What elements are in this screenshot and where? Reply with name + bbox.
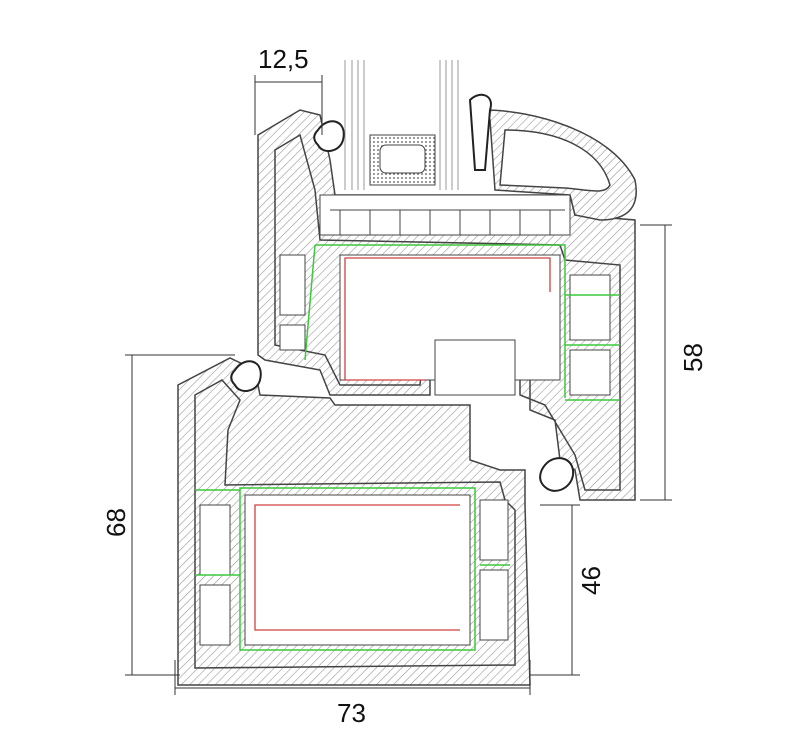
setting-block [319, 194, 571, 236]
setting-block-ribs [330, 209, 565, 235]
dimension-lines [125, 75, 672, 695]
spacer-inner [379, 144, 426, 174]
dimension-58: 58 [678, 343, 708, 372]
reinforcement-lines [195, 244, 620, 651]
steel-reinforcement [254, 257, 551, 631]
glazing-bead [483, 109, 637, 221]
sash-chambers [279, 254, 611, 396]
glass-panes [344, 60, 459, 190]
dimension-73: 73 [337, 698, 366, 728]
dimension-12-5: 12,5 [258, 44, 309, 74]
frame-chambers [199, 494, 509, 646]
dimension-68: 68 [101, 508, 131, 537]
dimension-46: 46 [576, 566, 606, 595]
